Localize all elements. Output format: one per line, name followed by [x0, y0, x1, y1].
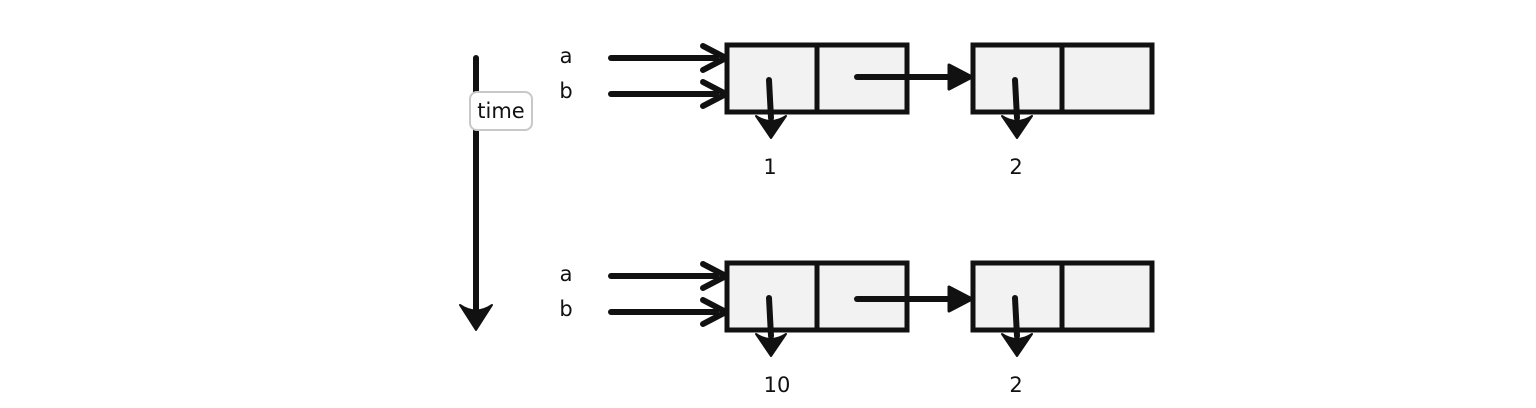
- node-next-cell: [1059, 260, 1155, 333]
- node-next-cell: [1059, 42, 1155, 115]
- state-after: a b 10: [559, 260, 1155, 397]
- node-value-label: 1: [763, 155, 776, 179]
- pointer-arrow-a: [608, 261, 729, 291]
- node-value-label: 2: [1009, 373, 1022, 397]
- time-label: time: [477, 99, 524, 123]
- time-axis: time: [459, 55, 533, 331]
- state-before: a b 1: [559, 42, 1155, 179]
- list-node-2: [970, 260, 1155, 357]
- next-pointer-arrow: [854, 285, 974, 313]
- node-value-label: 10: [764, 373, 791, 397]
- time-axis-arrowhead: [459, 304, 493, 331]
- pointer-arrow-b: [608, 79, 729, 109]
- time-label-box: [469, 91, 533, 131]
- pointer-arrow-b: [608, 297, 729, 327]
- list-node-1: [724, 42, 974, 139]
- pointer-label-a: a: [560, 262, 573, 286]
- node-value-label: 2: [1009, 155, 1022, 179]
- list-node-2: [970, 42, 1155, 139]
- pointer-label-b: b: [559, 297, 572, 321]
- value-pointer-arrow: [755, 295, 787, 357]
- pointer-arrow-a: [608, 43, 729, 73]
- value-pointer-arrow: [1001, 295, 1033, 357]
- list-node-1: [724, 260, 974, 357]
- value-pointer-arrow: [1001, 77, 1033, 139]
- pointer-label-b: b: [559, 79, 572, 103]
- next-pointer-arrow: [854, 63, 974, 91]
- value-pointer-arrow: [755, 77, 787, 139]
- pointer-label-a: a: [560, 44, 573, 68]
